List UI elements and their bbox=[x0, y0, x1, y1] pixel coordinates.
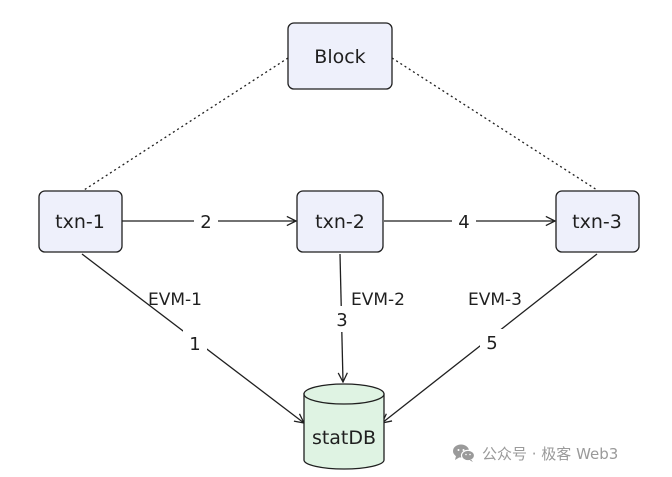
evm1-label: EVM-1 bbox=[148, 290, 202, 310]
txn1-to-txn2-label: 2 bbox=[200, 212, 211, 233]
evm3-label: EVM-3 bbox=[468, 290, 522, 310]
evm2-label: EVM-2 bbox=[351, 290, 405, 310]
txn1-node-label: txn-1 bbox=[55, 211, 105, 233]
wechat-icon bbox=[453, 444, 476, 462]
txn2-to-txn3-label: 4 bbox=[458, 212, 469, 233]
watermark-text: 公众号 · 极客 Web3 bbox=[482, 444, 619, 463]
txn3-to-statdb-label: 5 bbox=[486, 333, 497, 354]
txn2-to-statdb-label: 3 bbox=[336, 310, 347, 331]
txn1-to-statdb-label: 1 bbox=[189, 334, 200, 355]
block-to-txn3-dotted-line bbox=[391, 57, 598, 191]
txn3-node: txn-3 bbox=[555, 190, 640, 253]
txn3-node-label: txn-3 bbox=[572, 211, 622, 233]
statdb-node-label: statDB bbox=[312, 427, 376, 449]
block-to-txn1-dotted-line bbox=[83, 57, 289, 191]
block-node: Block bbox=[287, 22, 393, 90]
txn2-node-label: txn-2 bbox=[315, 211, 365, 233]
txn1-node: txn-1 bbox=[38, 190, 123, 253]
block-node-label: Block bbox=[314, 46, 365, 68]
statdb-node: statDB bbox=[303, 383, 385, 470]
txn2-node: txn-2 bbox=[296, 190, 384, 253]
watermark: 公众号 · 极客 Web3 bbox=[452, 441, 618, 465]
